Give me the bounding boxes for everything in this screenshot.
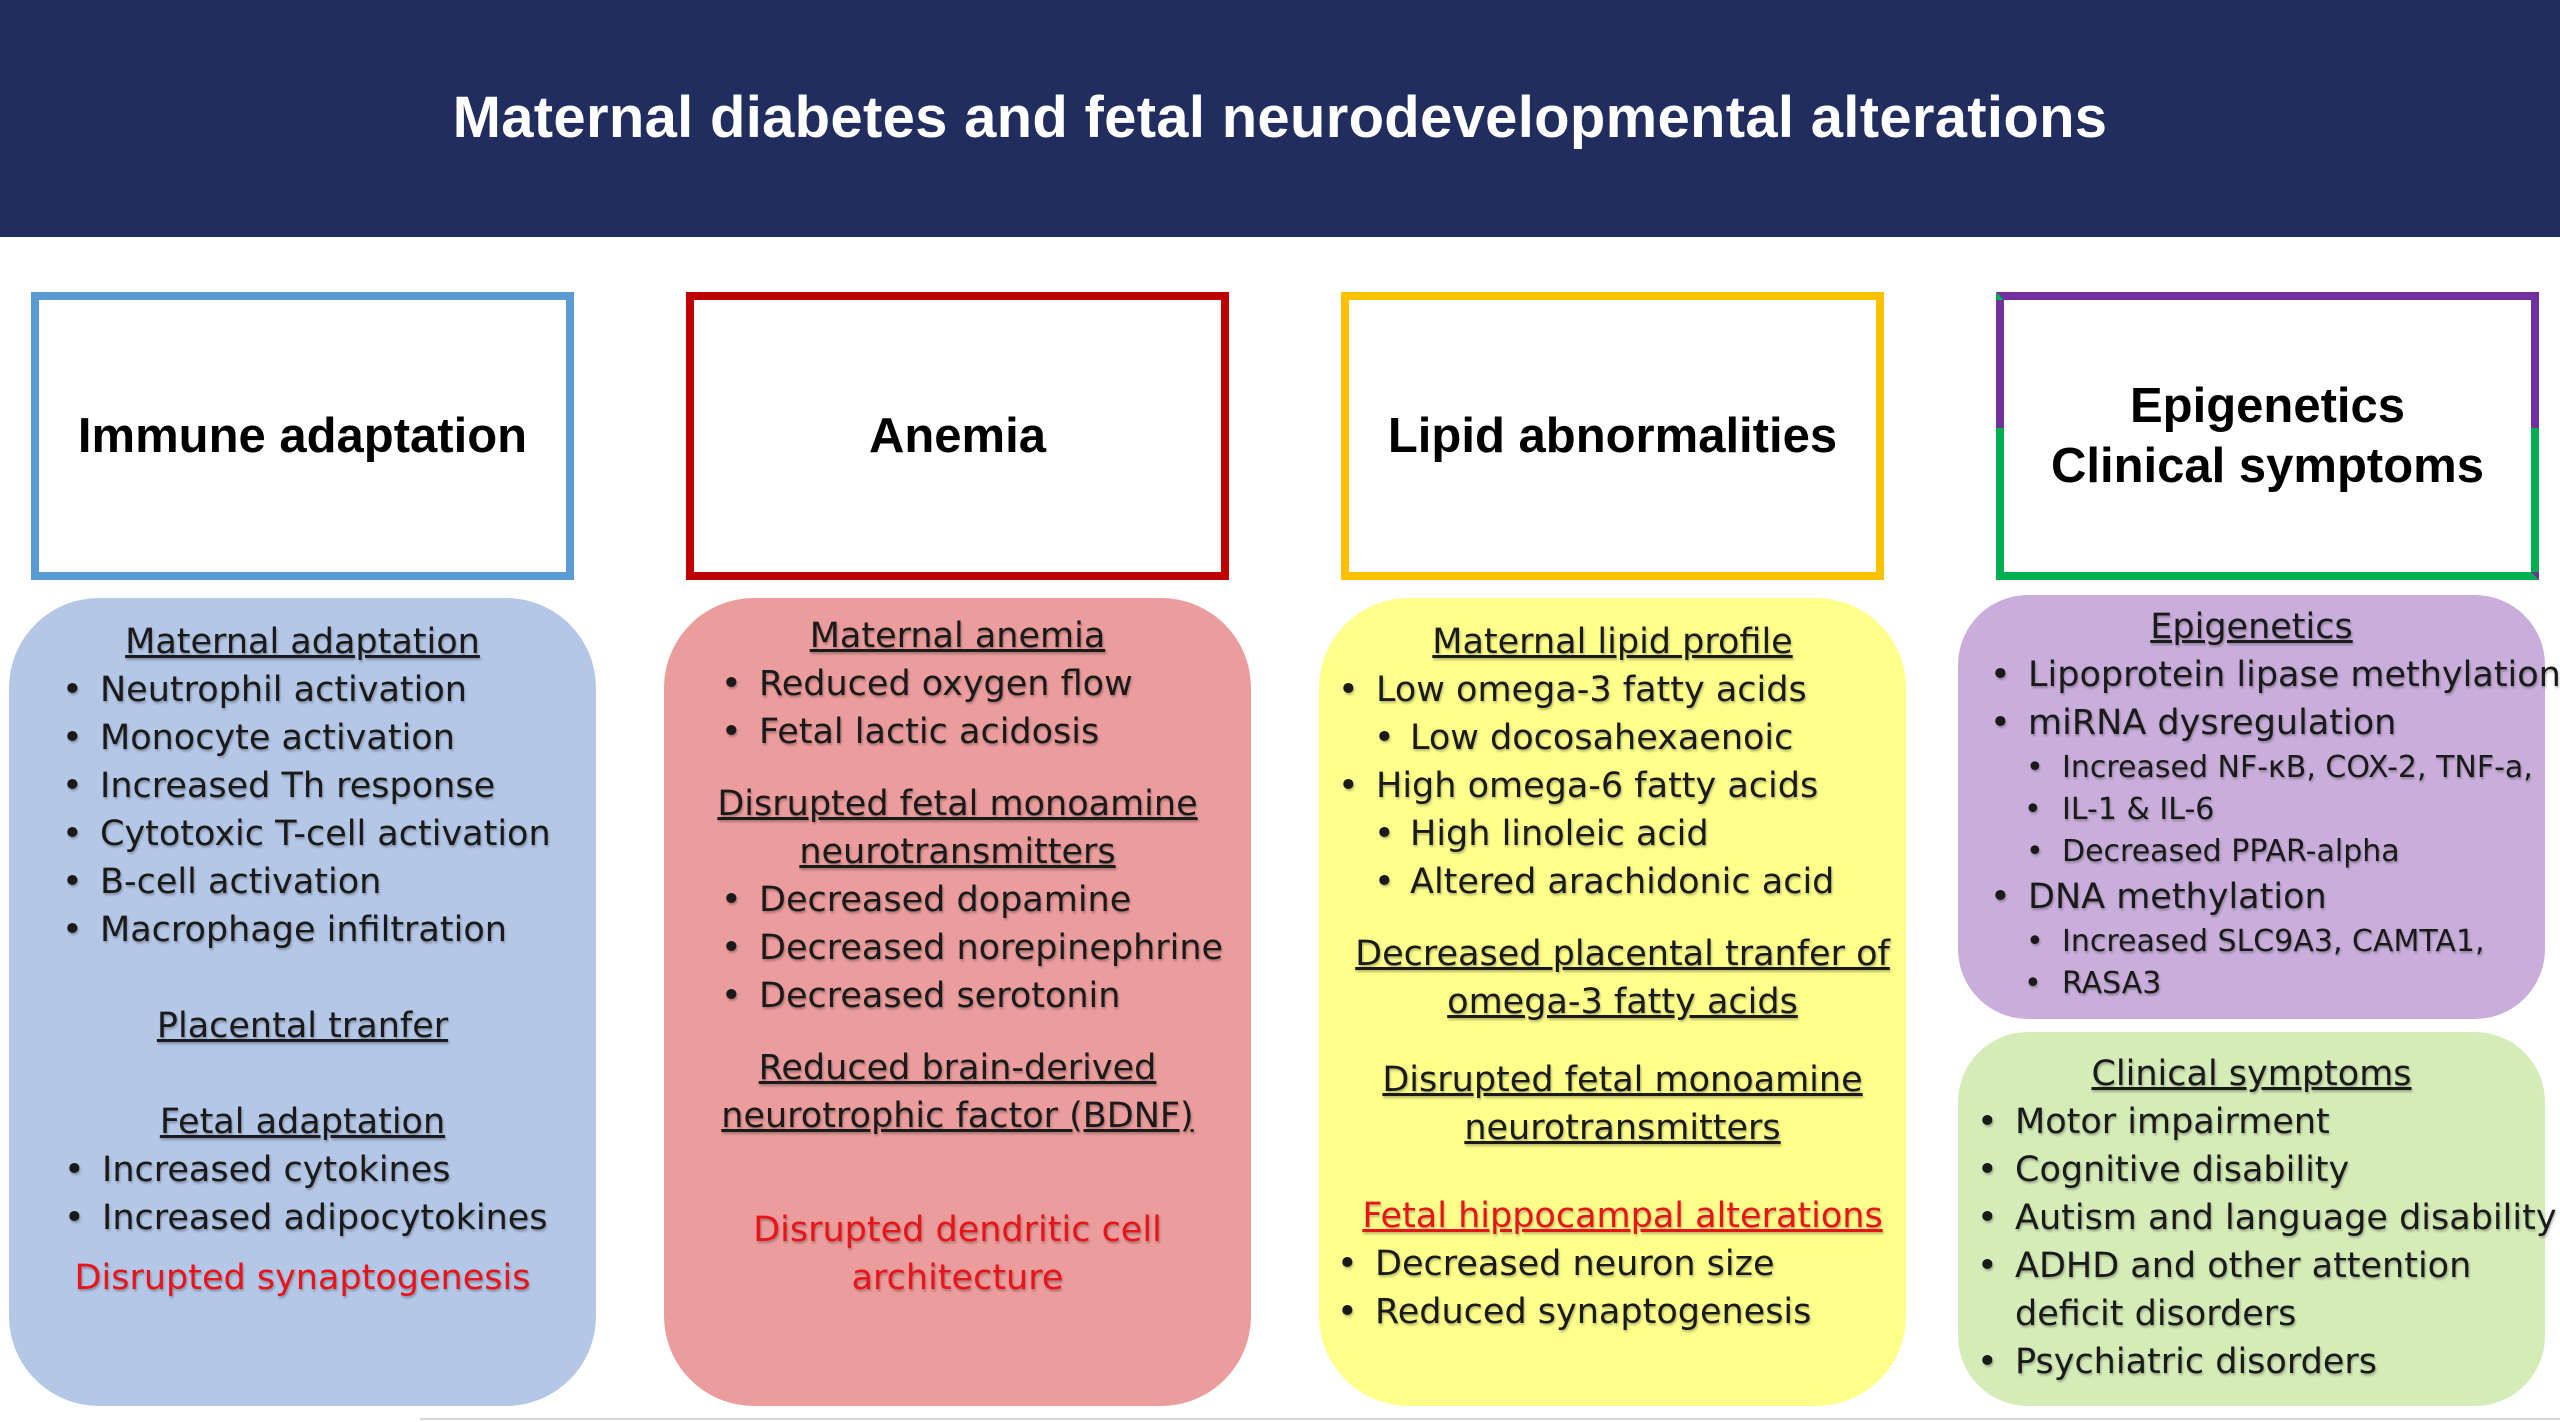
category-title-epigenetics: Epigenetics [2129,379,2406,433]
list-item: Reduced oxygen flow [721,660,1251,708]
diagram-title: Maternal diabetes and fetal neurodevelop… [452,85,2108,150]
list-item: Cognitive disability [1977,1146,2545,1194]
list-item: Fetal lactic acidosis [721,708,1251,756]
header-banner: Maternal diabetes and fetal neurodevelop… [0,0,2560,237]
list-item: Increased adipocytokines [64,1194,596,1242]
lipid-profile-heading: Maternal lipid profile [1432,622,1793,662]
clinical-list: Motor impairment Cognitive disability Au… [1977,1098,2557,1290]
list-subitem-text: IL-1 & IL-6 [2062,792,2215,827]
list-item: Increased cytokines [64,1146,596,1194]
category-title-clinical: Clinical symptoms [2051,439,2484,493]
list-subitem: Increased SLC9A3, CAMTA1, [2026,921,2545,963]
list-subitem-text: RASA3 [2062,966,2162,1001]
list-item: Monocyte activation [62,714,596,762]
list-item: ADHD and other attention [1977,1242,2545,1290]
list-item: Lipoprotein lipase methylation [1990,651,2560,699]
immune-panel: Maternal adaptation Neutrophil activatio… [9,598,596,1406]
list-subitem: High linoleic acid [1374,810,1906,858]
category-title-immune: Immune adaptation [77,409,528,463]
lipid-hippocampal-list: Decreased neuron size Reduced synaptogen… [1337,1240,1906,1336]
list-subitem-continuation: IL-1 & IL-6 [2024,789,2545,831]
immune-fetal-heading: Fetal adaptation [159,1102,446,1142]
epigenetics-panel: Epigenetics Lipoprotein lipase methylati… [1958,595,2560,1019]
epigenetics-mirna-sublist: Increased NF-κB, COX-2, TNF-a, IL-1 & IL… [2024,747,2545,873]
list-item: Low omega-3 fatty acids [1338,666,1906,714]
category-title-anemia: Anemia [868,409,1046,463]
immune-maternal-heading: Maternal adaptation [125,622,480,662]
list-subitem: Altered arachidonic acid [1374,858,1906,906]
list-item: Motor impairment [1977,1098,2545,1146]
list-item: Neutrophil activation [62,666,596,714]
category-box-epigenetics-clinical: Epigenetics Clinical symptoms [1996,292,2539,580]
anemia-bdnf-line1: Reduced brain-derived [758,1048,1157,1088]
list-item: Decreased serotonin [721,972,1251,1020]
lipid-monoamine-line1: Disrupted fetal monoamine [1382,1060,1863,1100]
immune-maternal-list: Neutrophil activation Monocyte activatio… [62,666,596,954]
category-box-anemia: Anemia [686,292,1229,580]
list-subitem: Decreased PPAR-alpha [2026,831,2545,873]
category-box-immune: Immune adaptation [31,292,574,580]
list-item: Cytotoxic T-cell activation [62,810,596,858]
list-subitem: Low docosahexaenoic [1374,714,1906,762]
anemia-monoamine-list: Decreased dopamine Decreased norepinephr… [721,876,1251,1020]
list-item: miRNA dysregulation [1990,699,2545,747]
epigenetics-list: Lipoprotein lipase methylation miRNA dys… [1990,651,2560,747]
list-item: Macrophage infiltration [62,906,596,954]
list-subitem: Increased NF-κB, COX-2, TNF-a, [2026,747,2545,789]
list-subitem-continuation: RASA3 [2024,963,2545,1005]
list-item: Reduced synaptogenesis [1337,1288,1906,1336]
list-item: Decreased norepinephrine [721,924,1251,972]
epigenetics-dna-sublist: Increased SLC9A3, CAMTA1, RASA3 [2024,921,2545,1005]
epigenetics-heading: Epigenetics [2150,607,2353,647]
category-title-lipid: Lipid abnormalities [1387,409,1838,463]
anemia-maternal-heading: Maternal anemia [809,616,1106,656]
clinical-list-2: Psychiatric disorders [1977,1338,2545,1386]
clinical-panel: Clinical symptoms Motor impairment Cogni… [1958,1032,2557,1406]
clinical-item4-continuation: deficit disorders [2015,1294,2297,1334]
lipid-monoamine-line2: neurotransmitters [1464,1108,1781,1148]
anemia-monoamine-heading-line2: neurotransmitters [799,832,1116,872]
list-item: Increased Th response [62,762,596,810]
list-item: DNA methylation [1990,873,2545,921]
lipid-transfer-line2: omega-3 fatty acids [1447,982,1798,1022]
bottom-rule [420,1418,2560,1420]
lipid-transfer-line1: Decreased placental tranfer of [1355,934,1890,974]
clinical-heading: Clinical symptoms [2091,1054,2412,1094]
list-item: Decreased neuron size [1337,1240,1906,1288]
anemia-bdnf-line2: neurotrophic factor (BDNF) [721,1096,1194,1136]
anemia-monoamine-heading-line1: Disrupted fetal monoamine [717,784,1198,824]
list-item: Autism and language disability [1977,1194,2557,1242]
immune-placental-heading: Placental tranfer [156,1006,449,1046]
list-item: Psychiatric disorders [1977,1338,2545,1386]
anemia-outcome-line1: Disrupted dendritic cell [753,1210,1162,1250]
immune-outcome: Disrupted synaptogenesis [74,1258,531,1298]
list-item: High omega-6 fatty acids [1338,762,1906,810]
category-box-lipid: Lipid abnormalities [1341,292,1884,580]
immune-fetal-list: Increased cytokines Increased adipocytok… [64,1146,596,1242]
anemia-panel: Maternal anemia Reduced oxygen flow Feta… [664,598,1251,1406]
anemia-maternal-list: Reduced oxygen flow Fetal lactic acidosi… [721,660,1251,756]
anemia-outcome-line2: architecture [851,1258,1064,1298]
lipid-hippocampal-heading: Fetal hippocampal alterations [1362,1196,1883,1236]
lipid-profile-list: Low omega-3 fatty acids Low docosahexaen… [1338,666,1906,906]
list-item: Decreased dopamine [721,876,1251,924]
lipid-panel: Maternal lipid profile Low omega-3 fatty… [1319,598,1906,1406]
list-item: B-cell activation [62,858,596,906]
epigenetics-list-2: DNA methylation [1990,873,2545,921]
